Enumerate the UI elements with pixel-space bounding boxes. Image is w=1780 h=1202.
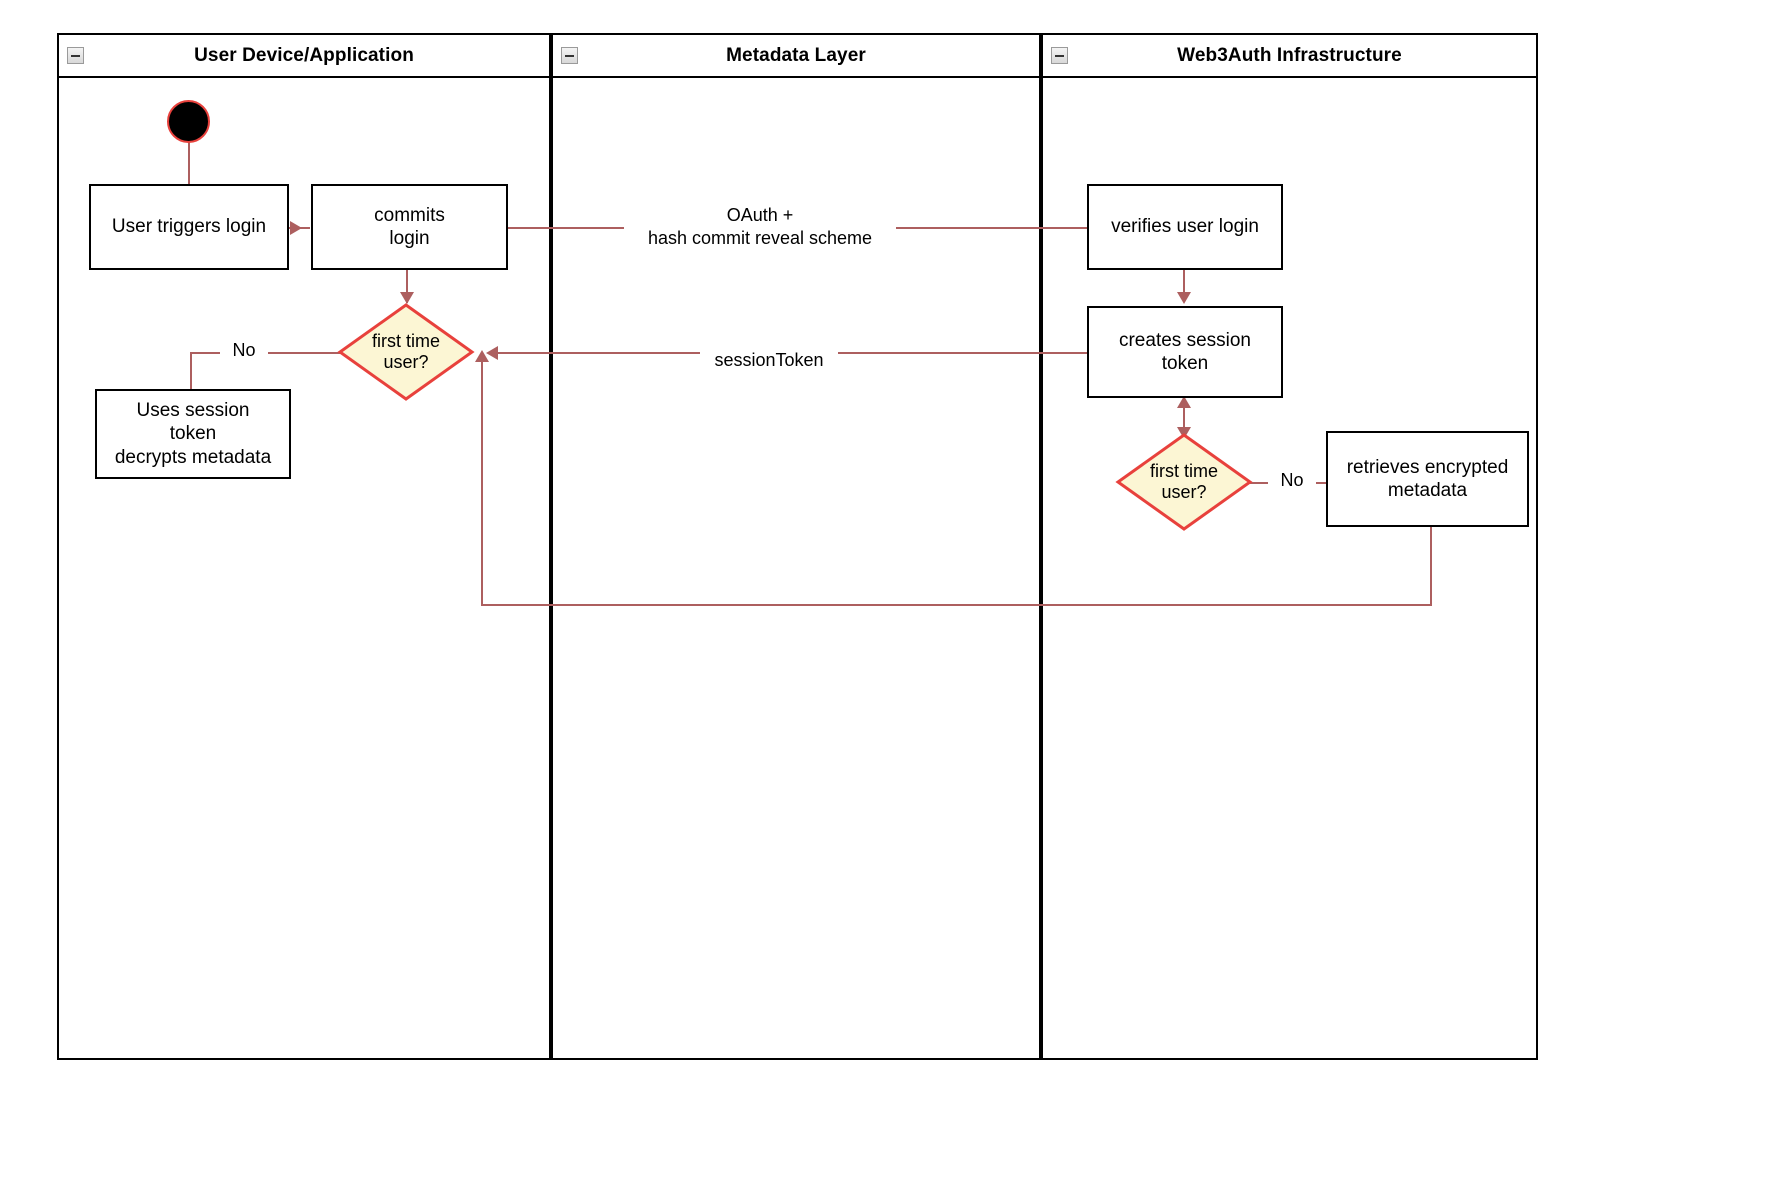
swimlane-header-user-device: User Device/Application bbox=[59, 35, 549, 78]
arrowhead-right bbox=[290, 221, 302, 235]
edge-label-session-token: sessionToken bbox=[700, 349, 838, 372]
edge-start-to-user-triggers-login bbox=[188, 140, 190, 185]
arrowhead-up bbox=[1177, 396, 1191, 408]
edge-creates-to-decision-right bbox=[1183, 398, 1185, 438]
swimlane-title: Web3Auth Infrastructure bbox=[1177, 44, 1402, 66]
arrowhead-left bbox=[486, 346, 498, 360]
swimlane-header-web3auth: Web3Auth Infrastructure bbox=[1043, 35, 1536, 78]
edge-loopback-horizontal bbox=[481, 604, 1432, 606]
arrowhead-up bbox=[475, 350, 489, 362]
decision-first-time-user-right[interactable]: first time user? bbox=[1115, 433, 1253, 531]
activity-commits-login[interactable]: commits login bbox=[311, 184, 508, 270]
collapse-minus-icon[interactable] bbox=[561, 47, 578, 64]
edge-session-token-right-segment bbox=[824, 352, 1087, 354]
activity-uses-session-token[interactable]: Uses session token decrypts metadata bbox=[95, 389, 291, 479]
edge-commits-to-decision-left bbox=[406, 270, 408, 303]
arrowhead-down bbox=[400, 292, 414, 304]
edge-label-no-left: No bbox=[220, 339, 268, 362]
edge-label-no-right: No bbox=[1268, 469, 1316, 492]
activity-verifies-user-login[interactable]: verifies user login bbox=[1087, 184, 1283, 270]
edge-label-oauth: OAuth + hash commit reveal scheme bbox=[624, 204, 896, 249]
edge-session-token-left-segment bbox=[497, 352, 705, 354]
edge-decision-left-no-h2 bbox=[257, 352, 345, 354]
edge-oauth-right-segment bbox=[879, 227, 1087, 229]
swimlane-title: Metadata Layer bbox=[726, 44, 866, 66]
edge-decision-left-no-h1 bbox=[190, 352, 222, 354]
initial-node[interactable] bbox=[167, 100, 210, 143]
activity-creates-session-token[interactable]: creates session token bbox=[1087, 306, 1283, 398]
arrowhead-down bbox=[1177, 292, 1191, 304]
edge-verifies-to-creates bbox=[1183, 270, 1185, 302]
edge-oauth-left-segment bbox=[508, 227, 638, 229]
swimlane-metadata-layer[interactable]: Metadata Layer bbox=[551, 33, 1041, 1060]
edge-decision-right-no-h1 bbox=[1250, 482, 1272, 484]
swimlane-title: User Device/Application bbox=[194, 44, 414, 66]
collapse-minus-icon[interactable] bbox=[67, 47, 84, 64]
edge-decision-left-no-v bbox=[190, 352, 192, 389]
edge-loopback-vertical-right bbox=[1430, 527, 1432, 605]
swimlane-header-metadata-layer: Metadata Layer bbox=[553, 35, 1039, 78]
collapse-minus-icon[interactable] bbox=[1051, 47, 1068, 64]
activity-retrieves-encrypted-metadata[interactable]: retrieves encrypted metadata bbox=[1326, 431, 1529, 527]
edge-loopback-vertical-left bbox=[481, 360, 483, 605]
decision-first-time-user-left[interactable]: first time user? bbox=[337, 303, 475, 401]
activity-user-triggers-login[interactable]: User triggers login bbox=[89, 184, 289, 270]
